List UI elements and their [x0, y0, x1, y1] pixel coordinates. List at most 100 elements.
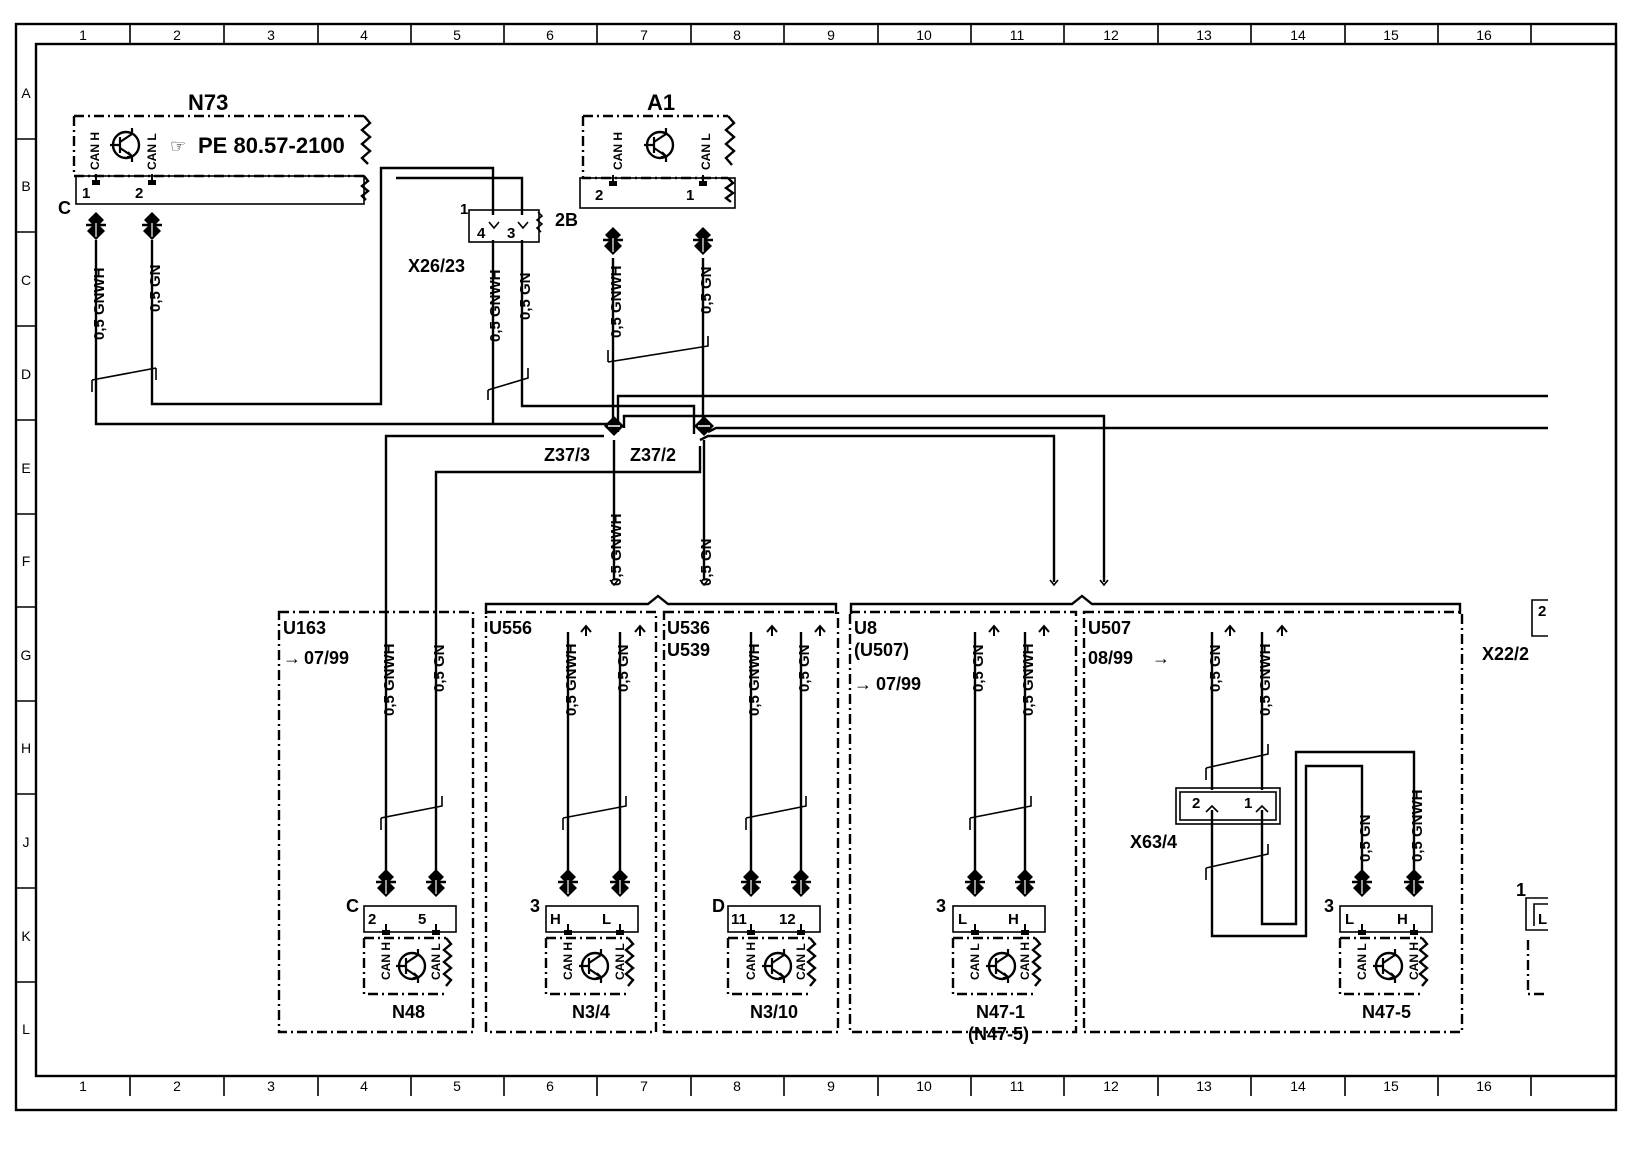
row-label: A [21, 85, 31, 101]
row-ticks [16, 138, 36, 983]
row-label: K [21, 928, 31, 944]
col-label: 11 [1010, 1078, 1025, 1094]
u8-arrow: → [854, 674, 872, 694]
z37-3-label: Z37/3 [544, 445, 590, 465]
col-label: 14 [1290, 27, 1306, 43]
col-label: 10 [916, 1078, 932, 1094]
wire-label: 0,5 GN [698, 538, 715, 586]
n47-5-can-l: CAN L [1355, 943, 1369, 980]
n47-5-pin-a: L [1345, 911, 1354, 928]
x63-pin2: 2 [1192, 795, 1200, 812]
lower-wires [380, 625, 1416, 938]
column-labels-top: 1 2 3 4 5 6 7 8 9 10 11 12 13 14 15 16 [79, 27, 1492, 43]
u556-code: U556 [489, 618, 532, 638]
x26-title: X26/23 [408, 256, 465, 276]
n3-4-module: 3 H L CAN H CAN L N3/4 [530, 867, 639, 1022]
wire-label: 0,5 GNWH [381, 643, 398, 716]
col-label: 13 [1196, 27, 1212, 43]
z37-2-label: Z37/2 [630, 445, 676, 465]
wire-label: 0,5 GNWH [563, 643, 580, 716]
a1-transistor-icon [642, 126, 675, 164]
col-label: 1 [79, 1078, 87, 1094]
wire-label: 0,5 GN [698, 266, 715, 314]
u163-arrow: → [283, 648, 301, 668]
col-label: 16 [1476, 27, 1492, 43]
n3-10-can-l: CAN L [794, 943, 808, 980]
n3-10-title: N3/10 [750, 1002, 798, 1022]
n3-4-title: N3/4 [572, 1002, 610, 1022]
n3-10-transistor-icon [760, 947, 793, 985]
wire-label: 0,5 GNWH [1409, 789, 1426, 862]
u163-code: U163 [283, 618, 326, 638]
n3-4-conn: 3 [530, 896, 540, 916]
x26-pin-group: 1 [460, 201, 468, 218]
n3-10-pin-b: 12 [779, 911, 796, 928]
n48-plug-icon [424, 867, 448, 899]
u507-arrow: → [1152, 648, 1170, 668]
row-label: J [23, 834, 30, 850]
n48-can-h: CAN H [379, 942, 393, 980]
x22-pin-l: L [1538, 911, 1547, 928]
n47-5-title: N47-5 [1362, 1002, 1411, 1022]
n47-1-conn: 3 [936, 896, 946, 916]
x22-title: X22/2 [1482, 644, 1529, 664]
n47-5-plug-icon [1350, 867, 1374, 899]
row-label: H [21, 740, 31, 756]
u8-code: U8 [854, 618, 877, 638]
col-label: 7 [640, 27, 648, 43]
n47-1-can-l: CAN L [968, 943, 982, 980]
n73-module: N73 CAN H CAN L ☞ PE 80.57-2100 1 2 C [58, 90, 372, 242]
n47-1-module: 3 L H CAN L CAN H N47-1 (N47-5) [936, 867, 1046, 1044]
n48-plug-icon [374, 867, 398, 899]
n48-transistor-icon [394, 947, 427, 985]
n48-pin-a: 2 [368, 911, 376, 928]
col-label: 10 [916, 27, 932, 43]
col-label: 1 [79, 27, 87, 43]
x63-pin1: 1 [1244, 795, 1252, 812]
col-label: 11 [1010, 27, 1025, 43]
upper-wires [91, 166, 1548, 642]
col-label: 9 [827, 1078, 835, 1094]
u539-code: U539 [667, 640, 710, 660]
n47-5-transistor-icon [1371, 947, 1404, 985]
wire-label: 0,5 GNWH [91, 267, 108, 340]
col-label: 8 [733, 1078, 741, 1094]
col-label: 5 [453, 27, 461, 43]
n3-4-transistor-icon [577, 947, 610, 985]
n3-10-plug-icon [739, 867, 763, 899]
row-labels: A B C D E F G H J K L [21, 85, 32, 1037]
n47-5-plug-icon [1402, 867, 1426, 899]
n73-ref-icon: ☞ [170, 136, 186, 156]
row-label: L [22, 1021, 30, 1037]
n3-4-plug-icon [608, 867, 632, 899]
n47-1-alt: (N47-5) [968, 1024, 1029, 1044]
n73-conn: C [58, 198, 71, 218]
wire-label: 0,5 GN [615, 644, 632, 692]
n3-10-conn: D [712, 896, 725, 916]
col-label: 12 [1103, 1078, 1119, 1094]
n73-can-h: CAN H [88, 132, 102, 170]
row-label: G [21, 647, 32, 663]
row-label: B [21, 178, 30, 194]
wire-label: 0,5 GN [431, 644, 448, 692]
wire-label: 0,5 GNWH [1257, 643, 1274, 716]
wire-label: 0,5 GN [1357, 814, 1374, 862]
a1-pin2: 2 [595, 187, 603, 204]
col-label: 6 [546, 27, 554, 43]
a1-can-l: CAN L [699, 133, 713, 170]
u8-date: 07/99 [876, 674, 921, 694]
n3-10-pin-a: 11 [731, 911, 747, 928]
col-label: 16 [1476, 1078, 1492, 1094]
n73-pin2: 2 [135, 185, 143, 202]
a1-title: A1 [647, 90, 675, 115]
col-label: 2 [173, 27, 181, 43]
n47-5-can-h: CAN H [1407, 942, 1421, 980]
variant-boxes [277, 610, 1464, 1034]
n48-title: N48 [392, 1002, 425, 1022]
n3-10-module: D 11 12 CAN H CAN L N3/10 [712, 867, 821, 1022]
col-label: 7 [640, 1078, 648, 1094]
n47-1-pin-b: H [1008, 911, 1019, 928]
wire-label: 0,5 GN [796, 644, 813, 692]
u8-alt: (U507) [854, 640, 909, 660]
a1-conn: 2B [555, 210, 578, 230]
